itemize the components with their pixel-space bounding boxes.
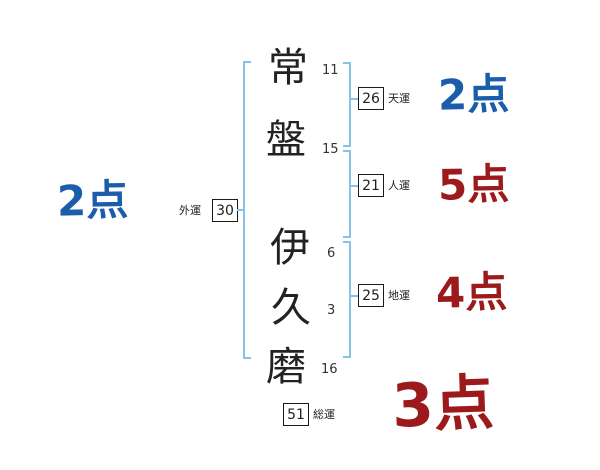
earth-luck-score: 4点 bbox=[435, 267, 508, 318]
heaven-luck-value: 26 bbox=[362, 90, 380, 107]
name-char-4: 久 bbox=[271, 285, 311, 331]
name-char-3: 伊 bbox=[270, 225, 310, 271]
earth-luck-bracket bbox=[343, 241, 351, 358]
person-luck-label: 人運 bbox=[388, 179, 410, 192]
name-char-5: 磨 bbox=[266, 344, 306, 390]
stroke-count-1: 11 bbox=[322, 63, 339, 78]
earth-luck-label: 地運 bbox=[388, 289, 410, 302]
name-char-2: 盤 bbox=[266, 117, 306, 163]
total-luck-score: 3点 bbox=[390, 368, 495, 442]
heaven-luck-value-box: 26 bbox=[358, 87, 384, 110]
heaven-luck-connector-line bbox=[350, 98, 358, 100]
earth-luck-value-box: 25 bbox=[358, 284, 384, 307]
person-luck-bracket bbox=[343, 150, 351, 238]
person-luck-score: 5点 bbox=[437, 159, 510, 210]
total-luck-label: 総運 bbox=[313, 408, 335, 421]
stroke-count-4: 3 bbox=[327, 303, 336, 318]
total-luck-value: 51 bbox=[287, 406, 305, 423]
earth-luck-value: 25 bbox=[362, 287, 380, 304]
outer-luck-value: 30 bbox=[216, 202, 234, 219]
outer-luck-value-box: 30 bbox=[212, 199, 238, 222]
person-luck-value: 21 bbox=[362, 177, 380, 194]
outer-luck-connector-line bbox=[237, 209, 244, 211]
name-char-1: 常 bbox=[268, 45, 308, 91]
heaven-luck-label: 天運 bbox=[388, 92, 410, 105]
heaven-luck-bracket bbox=[343, 62, 351, 147]
stroke-count-5: 16 bbox=[321, 362, 338, 377]
person-luck-connector-line bbox=[350, 185, 358, 187]
outer-luck-score: 2点 bbox=[56, 175, 129, 226]
outer-luck-bracket bbox=[243, 61, 251, 359]
stroke-count-2: 15 bbox=[322, 142, 339, 157]
person-luck-value-box: 21 bbox=[358, 174, 384, 197]
earth-luck-connector-line bbox=[350, 295, 358, 297]
outer-luck-label: 外運 bbox=[179, 204, 201, 217]
total-luck-value-box: 51 bbox=[283, 403, 309, 426]
stroke-count-3: 6 bbox=[327, 246, 336, 261]
heaven-luck-score: 2点 bbox=[437, 69, 510, 120]
